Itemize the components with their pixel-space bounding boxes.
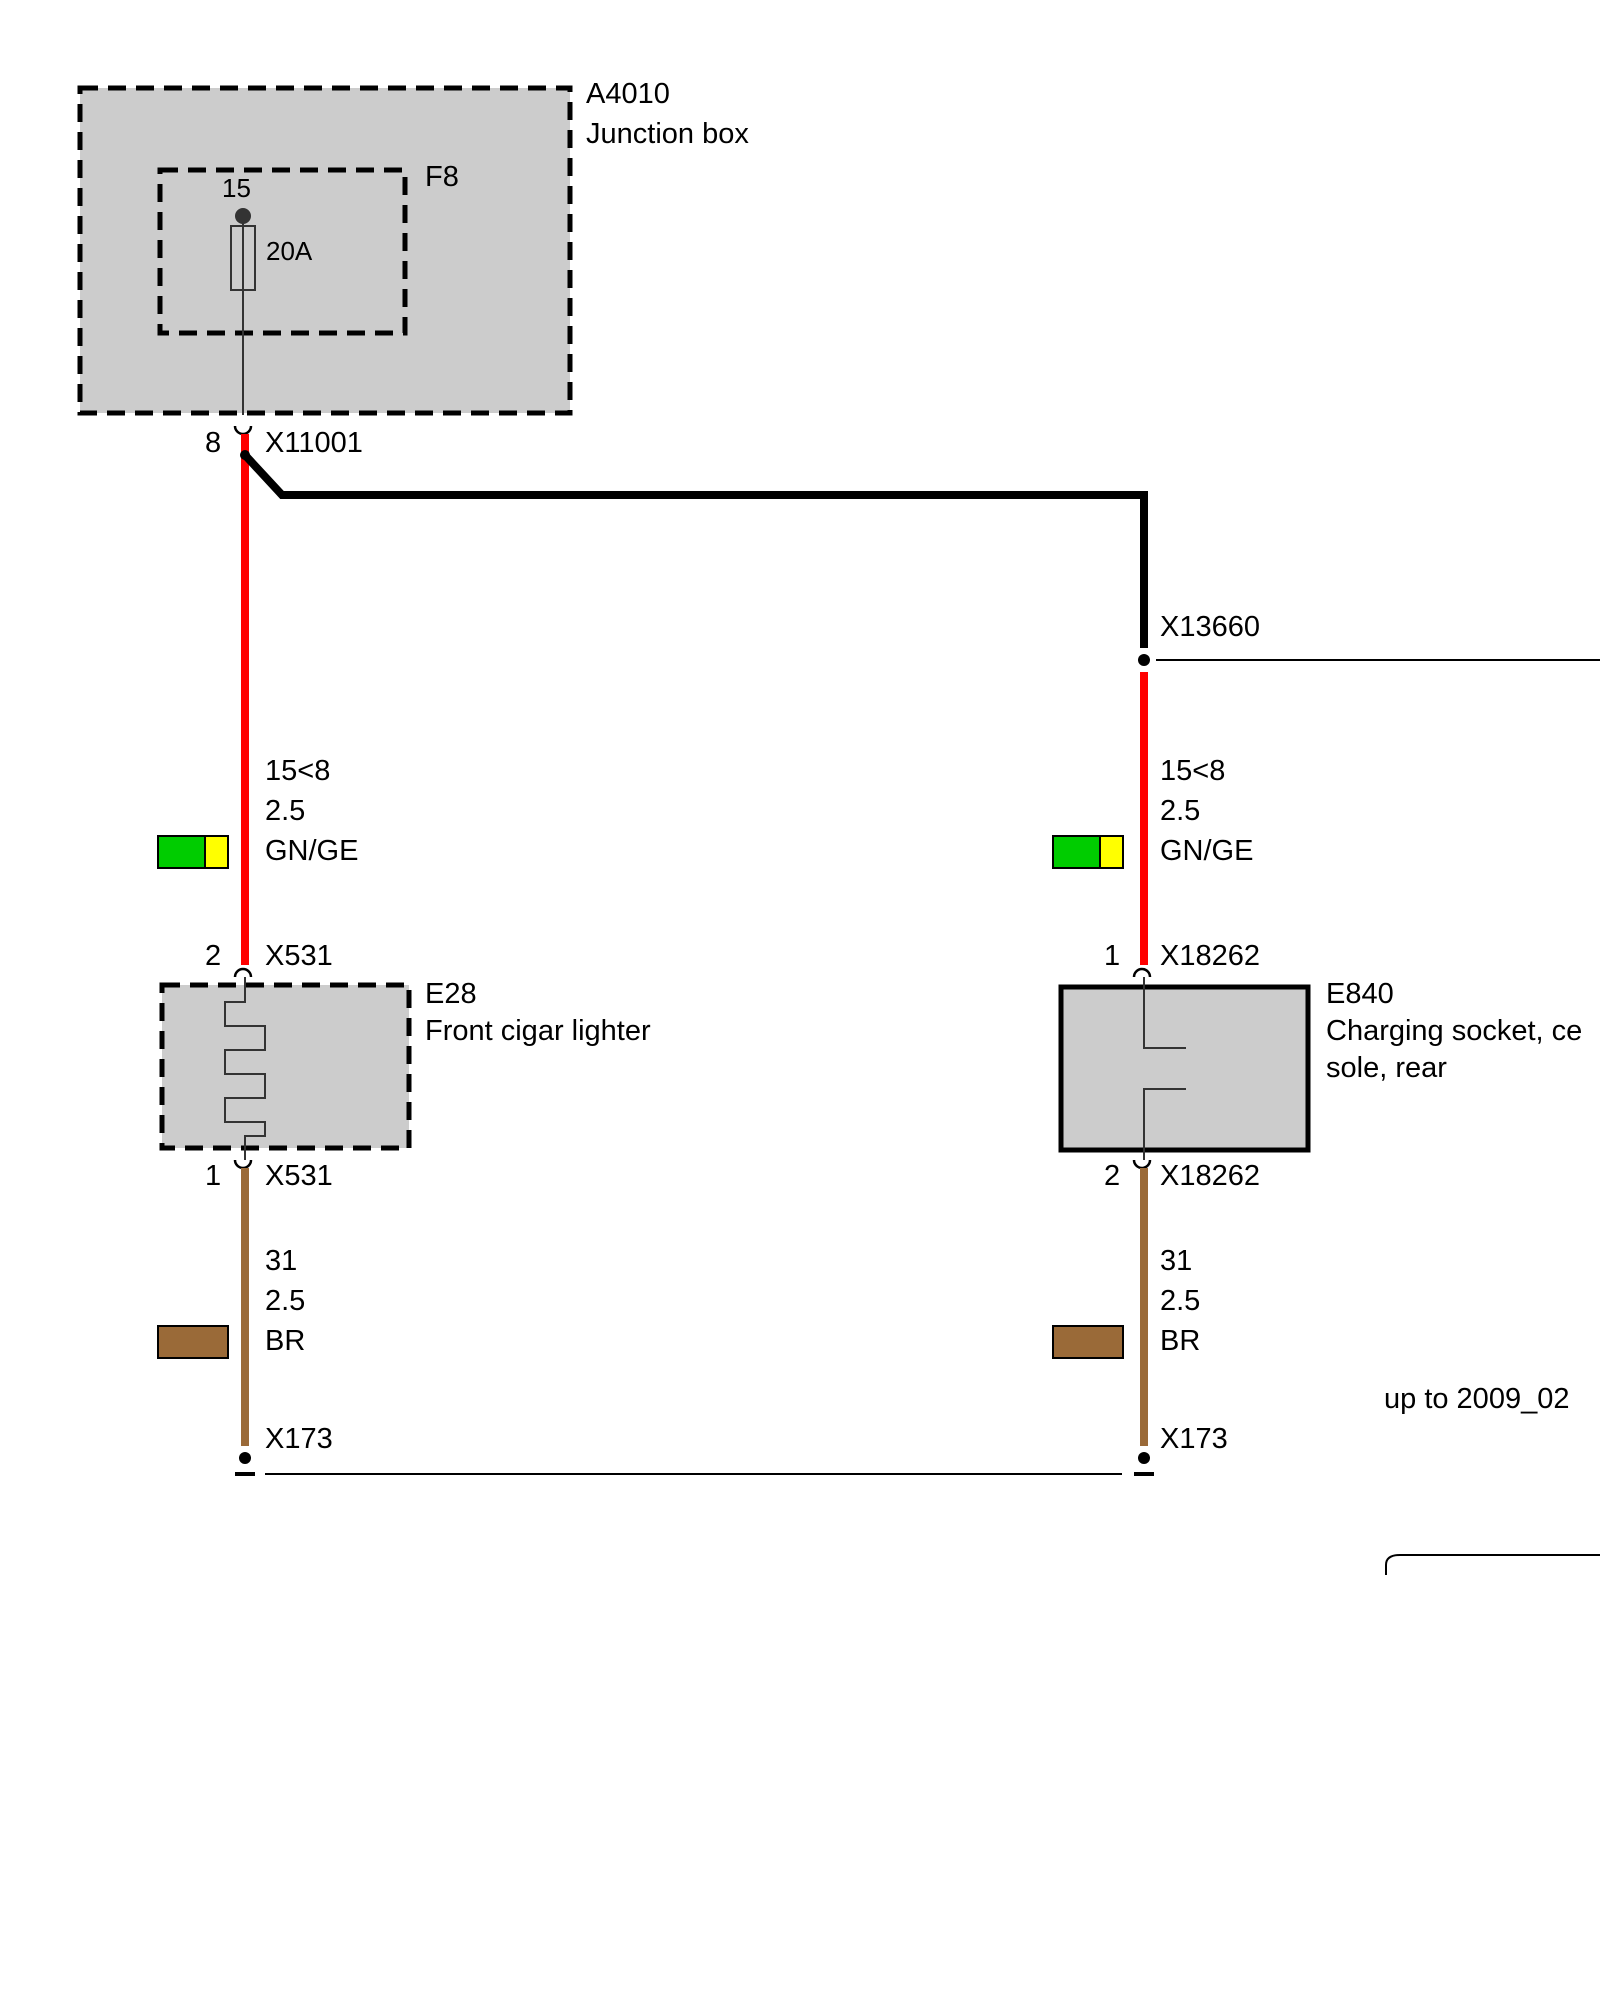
cigar-lighter-outline	[159, 982, 412, 1151]
wire-branch-black	[242, 452, 1148, 648]
wire-left-supply-color: GN/GE	[265, 835, 358, 867]
color-swatch-br	[157, 1325, 229, 1359]
ground-x173-right-symbol	[1134, 1472, 1154, 1476]
connector-x531-out-symbol	[233, 1159, 253, 1170]
cigar-lighter-id: E28	[425, 978, 477, 1010]
charging-socket-name-line2: sole, rear	[1326, 1052, 1447, 1084]
splice-x13660-dot	[1138, 654, 1150, 666]
wire-label-left-ground: 31 2.5 BR	[157, 1245, 305, 1359]
connector-x18262-out-id: X18262	[1160, 1160, 1260, 1192]
fuse-terminal: 15	[222, 173, 251, 203]
fuse-f8: F8 15 20A	[157, 161, 459, 415]
charging-socket-outline	[1058, 984, 1311, 1153]
connector-x531-in-symbol	[233, 967, 253, 978]
fuse-rating: 20A	[266, 236, 313, 266]
connector-x11001-pin: 8	[205, 427, 221, 459]
wire-left-supply-size: 2.5	[265, 795, 305, 827]
color-swatch-gn	[157, 835, 206, 869]
ground-x173-left-symbol	[235, 1472, 255, 1476]
wire-left-ground-color: BR	[265, 1325, 305, 1357]
charging-socket: E840 Charging socket, ce sole, rear	[1058, 977, 1582, 1160]
cigar-lighter-name: Front cigar lighter	[425, 1015, 651, 1047]
wire-label-right-ground: 31 2.5 BR	[1052, 1245, 1200, 1359]
wire-label-right-supply: 15<8 2.5 GN/GE	[1052, 755, 1253, 869]
connector-x18262-in-id: X18262	[1160, 940, 1260, 972]
connector-x18262-out-symbol	[1132, 1159, 1152, 1170]
connector-x531-out-id: X531	[265, 1160, 333, 1192]
fuse-id: F8	[425, 161, 459, 193]
connector-x18262-in-symbol	[1132, 967, 1152, 978]
cigar-lighter: E28 Front cigar lighter	[159, 977, 651, 1160]
junction-box: A4010 Junction box F8 15 20A	[77, 78, 749, 416]
socket-contact-upper-icon	[1143, 977, 1186, 1049]
junction-box-outline	[77, 85, 573, 416]
ground-x173-right-id: X173	[1160, 1423, 1228, 1455]
wire-right-ground-color: BR	[1160, 1325, 1200, 1357]
connector-x18262-in-pin: 1	[1104, 940, 1120, 972]
connector-x531-in-pin: 2	[205, 940, 221, 972]
charging-socket-name-line1: Charging socket, ce	[1326, 1015, 1582, 1047]
ground-x173-right-dot	[1138, 1452, 1150, 1464]
connector-x531-in-id: X531	[265, 940, 333, 972]
variant-bracket	[1385, 1554, 1600, 1575]
wire-right-ground-circuit: 31	[1160, 1245, 1192, 1277]
socket-contact-lower-icon	[1143, 1088, 1186, 1160]
color-swatch-ge	[204, 835, 229, 869]
color-swatch-gn-right	[1052, 835, 1101, 869]
connector-x531-out-pin: 1	[205, 1160, 221, 1192]
wire-left-ground-circuit: 31	[265, 1245, 297, 1277]
wire-left-supply-circuit: 15<8	[265, 755, 330, 787]
color-swatch-br-right	[1052, 1325, 1124, 1359]
wire-right-ground-size: 2.5	[1160, 1285, 1200, 1317]
fuse-outline	[157, 167, 408, 336]
connector-x18262-out-pin: 2	[1104, 1160, 1120, 1192]
ground-x173-left-dot	[239, 1452, 251, 1464]
charging-socket-id: E840	[1326, 978, 1394, 1010]
connector-x11001-symbol	[233, 425, 253, 436]
splice-x13660-id: X13660	[1160, 611, 1260, 643]
junction-box-name: Junction box	[586, 118, 749, 150]
variant-note: up to 2009_02	[1384, 1383, 1569, 1415]
connector-x11001-id: X11001	[265, 427, 363, 459]
wire-right-supply-circuit: 15<8	[1160, 755, 1225, 787]
ground-x173-left-id: X173	[265, 1423, 333, 1455]
branch-node	[240, 450, 250, 460]
junction-box-id: A4010	[586, 78, 670, 110]
color-swatch-ge-right	[1099, 835, 1124, 869]
heating-coil-icon	[224, 977, 266, 1160]
wire-left-ground-size: 2.5	[265, 1285, 305, 1317]
wire-right-supply-color: GN/GE	[1160, 835, 1253, 867]
wire-label-left-supply: 15<8 2.5 GN/GE	[157, 755, 358, 869]
wire-right-supply-size: 2.5	[1160, 795, 1200, 827]
